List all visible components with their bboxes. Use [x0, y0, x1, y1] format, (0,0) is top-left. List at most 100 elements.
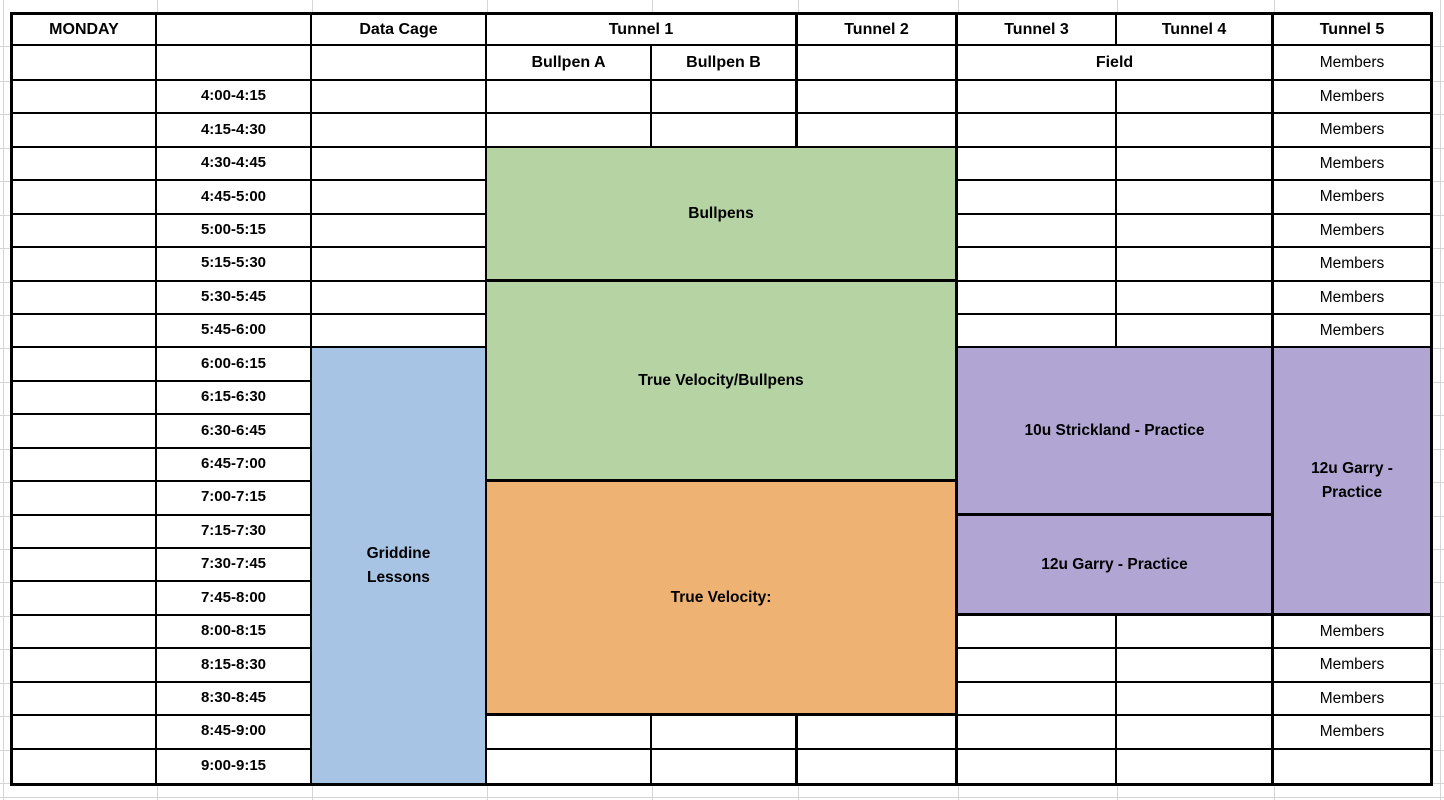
time-slot-cell[interactable]: 5:15-5:30: [157, 248, 312, 282]
column-header-data-cage[interactable]: Data Cage: [312, 15, 487, 46]
time-slot-cell[interactable]: 7:45-8:00: [157, 582, 312, 616]
cell-blank[interactable]: [958, 181, 1117, 215]
cell-blank[interactable]: [798, 114, 958, 148]
cell-blank[interactable]: [798, 81, 958, 115]
cell-blank[interactable]: [1117, 716, 1274, 750]
cell-blank[interactable]: [13, 214, 157, 249]
members-cell[interactable]: Members: [1274, 81, 1430, 115]
members-cell[interactable]: Members: [1274, 282, 1430, 315]
cell-blank[interactable]: [958, 314, 1117, 349]
cell-blank[interactable]: [312, 181, 487, 215]
cell-blank[interactable]: [958, 716, 1117, 750]
members-cell[interactable]: Members: [1274, 181, 1430, 215]
cell-blank[interactable]: [1117, 314, 1274, 349]
time-slot-cell[interactable]: 4:15-4:30: [157, 114, 312, 148]
cell-blank[interactable]: [1117, 615, 1274, 650]
time-slot-cell[interactable]: 8:45-9:00: [157, 716, 312, 750]
members-cell[interactable]: Members: [1274, 616, 1430, 650]
cell-blank[interactable]: [13, 81, 157, 115]
cell-blank[interactable]: [157, 15, 312, 46]
cell-blank[interactable]: [312, 46, 487, 81]
cell-blank[interactable]: [1117, 214, 1274, 249]
cell-blank[interactable]: [13, 248, 157, 282]
event-block-10u-strickland-practice[interactable]: 10u Strickland - Practice: [958, 348, 1274, 516]
cell-blank[interactable]: [487, 716, 652, 750]
cell-blank[interactable]: [1117, 147, 1274, 182]
cell-blank[interactable]: [13, 515, 157, 549]
column-header-tunnel-1[interactable]: Tunnel 1: [487, 15, 798, 46]
cell-blank[interactable]: [13, 682, 157, 717]
subheader-field[interactable]: Field: [958, 46, 1274, 81]
cell-blank[interactable]: [958, 281, 1117, 315]
time-slot-cell[interactable]: 7:30-7:45: [157, 548, 312, 583]
cell-blank[interactable]: [652, 81, 798, 115]
cell-blank[interactable]: [13, 716, 157, 750]
cell-blank[interactable]: [1117, 181, 1274, 215]
cell-blank[interactable]: [798, 46, 958, 81]
cell-blank[interactable]: [1117, 649, 1274, 683]
cell-blank[interactable]: [958, 248, 1117, 282]
cell-blank[interactable]: [13, 147, 157, 182]
members-cell[interactable]: Members: [1274, 248, 1430, 282]
cell-blank[interactable]: [312, 81, 487, 115]
time-slot-cell[interactable]: 4:30-4:45: [157, 147, 312, 182]
members-cell[interactable]: Members: [1274, 716, 1430, 750]
cell-blank[interactable]: [958, 749, 1117, 783]
event-block-true-velocity-bullpens[interactable]: True Velocity/Bullpens: [487, 281, 958, 483]
cell-blank[interactable]: [1117, 281, 1274, 315]
cell-blank[interactable]: [13, 582, 157, 616]
cell-blank[interactable]: [13, 415, 157, 449]
cell-blank[interactable]: [13, 482, 157, 516]
members-cell[interactable]: Members: [1274, 46, 1430, 81]
time-slot-cell[interactable]: 6:45-7:00: [157, 448, 312, 483]
members-cell[interactable]: Members: [1274, 315, 1430, 349]
cell-blank[interactable]: [13, 114, 157, 148]
cell-blank[interactable]: [1274, 750, 1430, 783]
cell-blank[interactable]: [958, 114, 1117, 148]
cell-blank[interactable]: [13, 46, 157, 81]
cell-blank[interactable]: [1117, 248, 1274, 282]
cell-blank[interactable]: [487, 114, 652, 148]
time-slot-cell[interactable]: 6:00-6:15: [157, 348, 312, 382]
subheader-bullpen-b[interactable]: Bullpen B: [652, 46, 798, 81]
cell-blank[interactable]: [13, 548, 157, 583]
cell-blank[interactable]: [798, 749, 958, 783]
time-slot-cell[interactable]: 8:30-8:45: [157, 682, 312, 717]
cell-blank[interactable]: [312, 147, 487, 182]
time-slot-cell[interactable]: 8:15-8:30: [157, 649, 312, 683]
day-header[interactable]: MONDAY: [13, 15, 157, 46]
cell-blank[interactable]: [13, 314, 157, 349]
cell-blank[interactable]: [13, 615, 157, 650]
event-block-12u-garry-practice-field[interactable]: 12u Garry - Practice: [958, 515, 1274, 616]
members-cell[interactable]: Members: [1274, 683, 1430, 717]
time-slot-cell[interactable]: 7:00-7:15: [157, 482, 312, 516]
cell-blank[interactable]: [652, 716, 798, 750]
cell-blank[interactable]: [13, 448, 157, 483]
cell-blank[interactable]: [13, 749, 157, 783]
members-cell[interactable]: Members: [1274, 114, 1430, 148]
time-slot-cell[interactable]: 7:15-7:30: [157, 515, 312, 549]
cell-blank[interactable]: [958, 615, 1117, 650]
cell-blank[interactable]: [798, 716, 958, 750]
cell-blank[interactable]: [487, 749, 652, 783]
event-block-12u-garry-practice-tunnel5[interactable]: 12u Garry - Practice: [1274, 348, 1430, 616]
event-block-bullpens[interactable]: Bullpens: [487, 147, 958, 282]
time-slot-cell[interactable]: 4:45-5:00: [157, 181, 312, 215]
column-header-tunnel-4[interactable]: Tunnel 4: [1117, 15, 1274, 46]
time-slot-cell[interactable]: 8:00-8:15: [157, 615, 312, 650]
event-block-true-velocity[interactable]: True Velocity:: [487, 482, 958, 717]
column-header-tunnel-5[interactable]: Tunnel 5: [1274, 15, 1430, 46]
members-cell[interactable]: Members: [1274, 649, 1430, 683]
time-slot-cell[interactable]: 5:45-6:00: [157, 314, 312, 349]
cell-blank[interactable]: [312, 314, 487, 349]
time-slot-cell[interactable]: 5:30-5:45: [157, 281, 312, 315]
time-slot-cell[interactable]: 6:15-6:30: [157, 381, 312, 416]
cell-blank[interactable]: [1117, 682, 1274, 717]
time-slot-cell[interactable]: 4:00-4:15: [157, 81, 312, 115]
cell-blank[interactable]: [312, 281, 487, 315]
column-header-tunnel-2[interactable]: Tunnel 2: [798, 15, 958, 46]
cell-blank[interactable]: [312, 114, 487, 148]
cell-blank[interactable]: [312, 248, 487, 282]
cell-blank[interactable]: [13, 181, 157, 215]
cell-blank[interactable]: [958, 214, 1117, 249]
